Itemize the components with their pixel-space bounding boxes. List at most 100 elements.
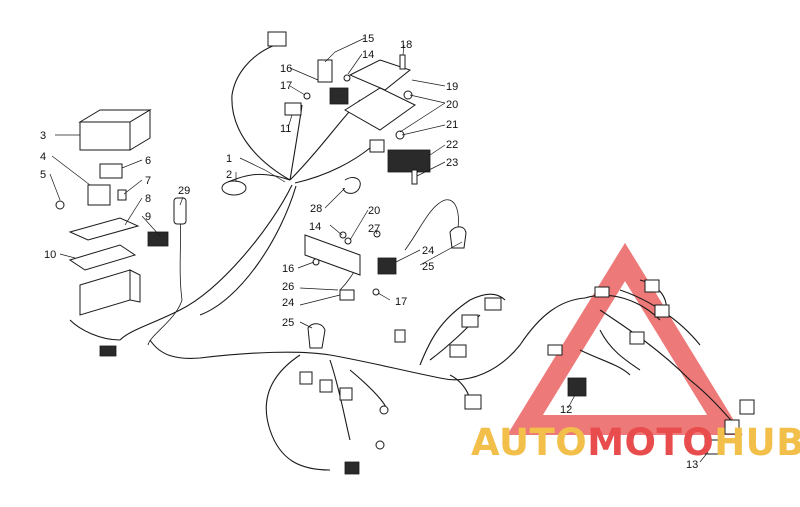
fuse-7 xyxy=(117,189,127,201)
fuse-box-base xyxy=(79,269,131,316)
screw-18 xyxy=(399,54,406,70)
clamp-28 xyxy=(342,177,361,194)
connector xyxy=(461,314,479,328)
callout-12: 12 xyxy=(560,404,572,416)
callout-18: 18 xyxy=(400,39,412,51)
callout-25-lower: 25 xyxy=(282,317,294,329)
fuse-box-cover-front xyxy=(79,121,131,151)
regulator-connector xyxy=(369,139,385,153)
connector xyxy=(644,279,660,293)
nut-16b xyxy=(312,258,320,266)
callout-7: 7 xyxy=(145,175,151,187)
connector xyxy=(484,297,502,311)
callout-27: 27 xyxy=(368,223,380,235)
callout-20: 20 xyxy=(446,99,458,111)
washer-20 xyxy=(403,90,413,100)
washer-14b xyxy=(339,231,347,239)
sensor-29 xyxy=(173,197,187,225)
connector xyxy=(299,371,313,385)
connector xyxy=(464,394,482,410)
connector-12 xyxy=(567,377,587,397)
voltage-regulator xyxy=(387,149,431,173)
fuse-box-cover-side xyxy=(129,109,151,151)
callout-19: 19 xyxy=(446,81,458,93)
washer-14 xyxy=(343,74,351,82)
callout-29: 29 xyxy=(178,185,190,197)
callout-24: 24 xyxy=(422,245,434,257)
callout-1: 1 xyxy=(226,153,232,165)
watermark-triangle xyxy=(507,242,743,435)
callout-13: 13 xyxy=(686,459,698,471)
screw-23 xyxy=(411,169,418,185)
connector xyxy=(344,461,360,475)
screw-17b xyxy=(372,288,380,296)
connector-2 xyxy=(221,180,247,196)
bracket-26 xyxy=(304,234,361,276)
connector xyxy=(394,329,406,343)
connector-11 xyxy=(284,102,302,116)
ecu-module xyxy=(348,59,412,91)
callout-28: 28 xyxy=(310,203,322,215)
callout-25: 25 xyxy=(422,261,434,273)
nut-21 xyxy=(395,130,405,140)
connector xyxy=(99,345,117,357)
leader-lines xyxy=(49,37,709,463)
callout-22: 22 xyxy=(446,139,458,151)
callout-10: 10 xyxy=(44,249,56,261)
callout-26: 26 xyxy=(282,281,294,293)
callout-16: 16 xyxy=(280,63,292,75)
connector xyxy=(654,304,670,318)
nut-20b xyxy=(344,237,352,245)
watermark-logo xyxy=(507,242,743,435)
parts xyxy=(55,31,755,475)
fuse-box-base-side xyxy=(129,269,141,303)
circuit-board xyxy=(68,217,140,241)
watermark-auto-span: AUTO xyxy=(471,421,587,464)
connector xyxy=(724,419,740,435)
connector xyxy=(547,344,563,356)
watermark-auto: AUTOMOTOHUB xyxy=(471,421,800,464)
gasket xyxy=(68,244,137,271)
screw-17 xyxy=(303,92,311,100)
connector xyxy=(319,379,333,393)
watermark-moto-span: MOTO xyxy=(587,421,714,464)
connector xyxy=(704,439,720,455)
ring-terminal-2 xyxy=(375,440,385,450)
connector xyxy=(339,387,353,401)
callout-4: 4 xyxy=(40,151,46,163)
ecu-connector xyxy=(329,87,349,105)
connector xyxy=(594,286,610,298)
callout-21: 21 xyxy=(446,119,458,131)
callout-11: 11 xyxy=(280,123,291,135)
callout-16-lower: 16 xyxy=(282,263,294,275)
ring-terminal xyxy=(379,405,389,415)
fuse-block-6 xyxy=(99,163,123,179)
callout-5: 5 xyxy=(40,169,46,181)
sensor-25 xyxy=(307,323,326,349)
callout-14-lower: 14 xyxy=(309,221,321,233)
connector xyxy=(739,399,755,415)
top-connector xyxy=(267,31,287,47)
connector-24 xyxy=(377,257,397,275)
connector xyxy=(449,344,467,358)
callout-15: 15 xyxy=(362,33,374,45)
callout-20-lower: 20 xyxy=(368,205,380,217)
connector-9 xyxy=(147,231,169,247)
relay xyxy=(87,184,111,206)
mounting-plate xyxy=(344,87,416,131)
callout-6: 6 xyxy=(145,155,151,167)
part-15 xyxy=(317,59,333,83)
callout-8: 8 xyxy=(145,193,151,205)
callout-3: 3 xyxy=(40,130,46,142)
connector-24b xyxy=(339,289,355,301)
callouts: 1 2 3 4 5 6 7 8 9 10 11 12 13 14 14 15 1… xyxy=(40,33,698,471)
sensor-25b xyxy=(449,226,467,249)
callout-2: 2 xyxy=(226,169,232,181)
watermark-hub-span: HUB xyxy=(714,421,800,464)
watermark-text: AUTOMOTOHUB xyxy=(471,421,800,464)
clip-5 xyxy=(55,200,65,210)
callout-23: 23 xyxy=(446,157,458,169)
callout-24-lower: 24 xyxy=(282,297,294,309)
